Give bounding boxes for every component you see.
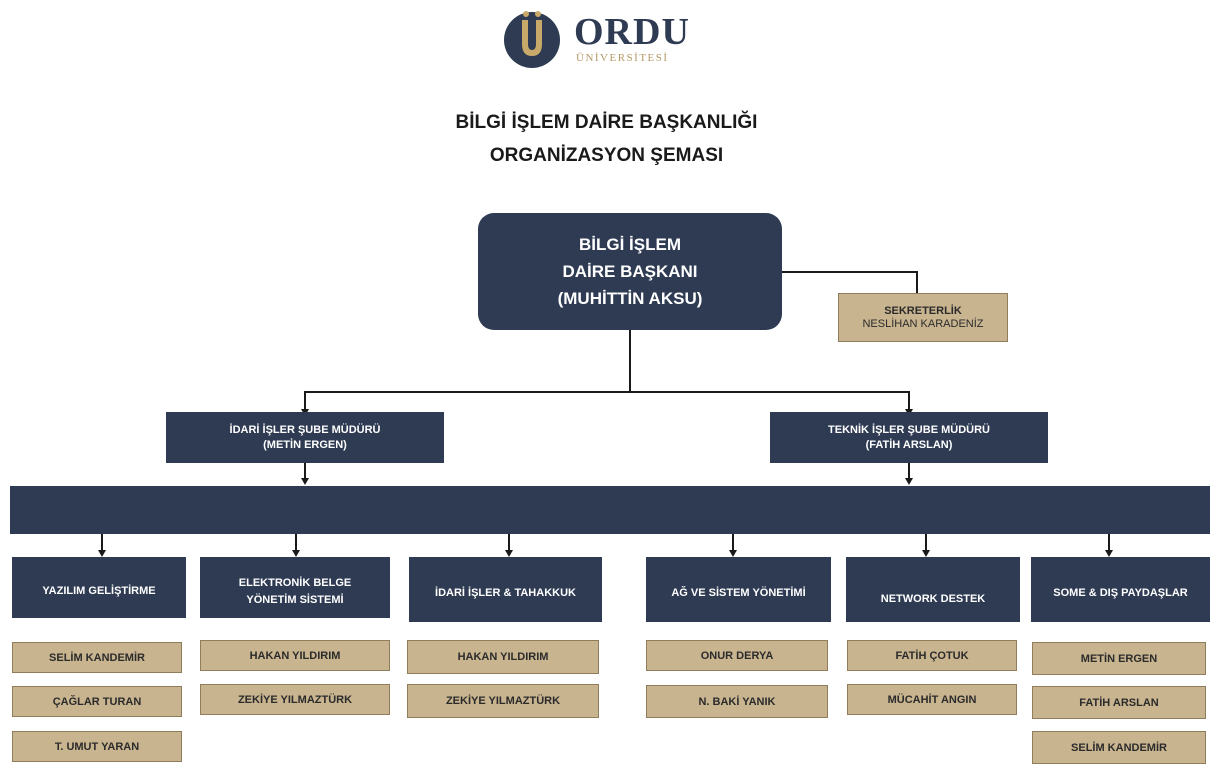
tech-manager-connector xyxy=(908,391,910,411)
dept-some-stakeholders: SOME & DIŞ PAYDAŞLAR xyxy=(1031,557,1210,622)
arrow-down-icon xyxy=(98,550,106,557)
admin-manager-box: İDARİ İŞLER ŞUBE MÜDÜRÜ (METİN ERGEN) xyxy=(166,412,444,463)
secretary-connector-vertical xyxy=(916,271,918,294)
chart-title-line-2: ORGANİZASYON ŞEMASI xyxy=(489,145,724,166)
admin-bar-connector xyxy=(304,463,306,478)
arrow-down-icon xyxy=(905,478,913,485)
dept-connector xyxy=(1108,534,1110,550)
dept-title: AĞ VE SİSTEM YÖNETİMİ xyxy=(671,587,806,599)
dept-title: NETWORK DESTEK xyxy=(880,593,986,605)
units-bar xyxy=(10,486,1210,534)
dept-title: SOME & DIŞ PAYDAŞLAR xyxy=(1053,587,1188,599)
tech-bar-connector xyxy=(908,463,910,478)
university-emblem-icon xyxy=(504,11,560,68)
dept-network-system-management: AĞ VE SİSTEM YÖNETİMİ xyxy=(646,557,831,622)
arrow-down-icon xyxy=(301,478,309,485)
staff-box: ONUR DERYA xyxy=(646,640,828,671)
dept-title: İDARİ İŞLER & TAHAKKUK xyxy=(435,587,576,599)
secretary-box: SEKRETERLİK NESLİHAN KARADENİZ xyxy=(838,293,1008,342)
staff-box: SELİM KANDEMİR xyxy=(1032,731,1206,764)
logo-sub-text: ÜNİVERSİTESİ xyxy=(576,52,669,64)
arrow-down-icon xyxy=(922,550,930,557)
staff-box: HAKAN YILDIRIM xyxy=(407,640,599,674)
head-name: (MUHİTTİN AKSU) xyxy=(557,289,703,308)
arrow-down-icon xyxy=(729,550,737,557)
dept-connector xyxy=(101,534,103,550)
manager-title: İDARİ İŞLER ŞUBE MÜDÜRÜ xyxy=(229,423,381,436)
staff-box: HAKAN YILDIRIM xyxy=(200,640,390,671)
secretary-name: NESLİHAN KARADENİZ xyxy=(862,317,984,330)
staff-box: ZEKİYE YILMAZTÜRK xyxy=(407,684,599,718)
admin-manager-connector xyxy=(304,391,306,411)
secretary-connector-horizontal xyxy=(782,271,918,273)
manager-name: (FATİH ARSLAN) xyxy=(865,438,953,451)
head-title-line-1: BİLGİ İŞLEM xyxy=(579,235,681,254)
dept-software-development: YAZILIM GELİŞTİRME xyxy=(12,557,186,618)
department-head-box: BİLGİ İŞLEM DAİRE BAŞKANI (MUHİTTİN AKSU… xyxy=(478,213,782,330)
dept-title: ELEKTRONİK BELGE xyxy=(238,576,352,589)
head-down-connector xyxy=(629,330,631,392)
ordu-university-logo: ORDU ÜNİVERSİTESİ xyxy=(500,6,710,70)
dept-administrative-accrual: İDARİ İŞLER & TAHAKKUK xyxy=(409,557,602,622)
arrow-down-icon xyxy=(505,550,513,557)
dept-connector xyxy=(925,534,927,550)
dept-title: YAZILIM GELİŞTİRME xyxy=(42,585,156,597)
dept-connector xyxy=(732,534,734,550)
arrow-down-icon xyxy=(1105,550,1113,557)
head-title-line-2: DAİRE BAŞKANI xyxy=(562,262,698,281)
staff-box: FATİH ARSLAN xyxy=(1032,686,1206,719)
staff-box: N. BAKİ YANIK xyxy=(646,685,828,718)
dept-electronic-document-system: ELEKTRONİK BELGE YÖNETİM SİSTEMİ xyxy=(200,557,390,618)
arrow-down-icon xyxy=(292,550,300,557)
dept-network-support: NETWORK DESTEK xyxy=(846,557,1020,622)
staff-box: METİN ERGEN xyxy=(1032,642,1206,675)
dept-title-line-2: YÖNETİM SİSTEMİ xyxy=(246,593,344,606)
staff-box: T. UMUT YARAN xyxy=(12,731,182,762)
staff-box: SELİM KANDEMİR xyxy=(12,642,182,673)
logo-main-text: ORDU xyxy=(574,11,690,53)
tech-manager-box: TEKNİK İŞLER ŞUBE MÜDÜRÜ (FATİH ARSLAN) xyxy=(770,412,1048,463)
staff-box: ZEKİYE YILMAZTÜRK xyxy=(200,684,390,715)
staff-box: FATİH ÇOTUK xyxy=(847,640,1017,671)
staff-box: ÇAĞLAR TURAN xyxy=(12,686,182,717)
secretary-title: SEKRETERLİK xyxy=(884,304,962,317)
staff-box: MÜCAHİT ANGIN xyxy=(847,684,1017,715)
manager-name: (METİN ERGEN) xyxy=(263,438,347,451)
dept-connector xyxy=(508,534,510,550)
manager-title: TEKNİK İŞLER ŞUBE MÜDÜRÜ xyxy=(828,423,990,436)
chart-title-line-1: BİLGİ İŞLEM DAİRE BAŞKANLIĞI xyxy=(455,112,758,133)
managers-horizontal-connector xyxy=(304,391,910,393)
dept-connector xyxy=(295,534,297,550)
